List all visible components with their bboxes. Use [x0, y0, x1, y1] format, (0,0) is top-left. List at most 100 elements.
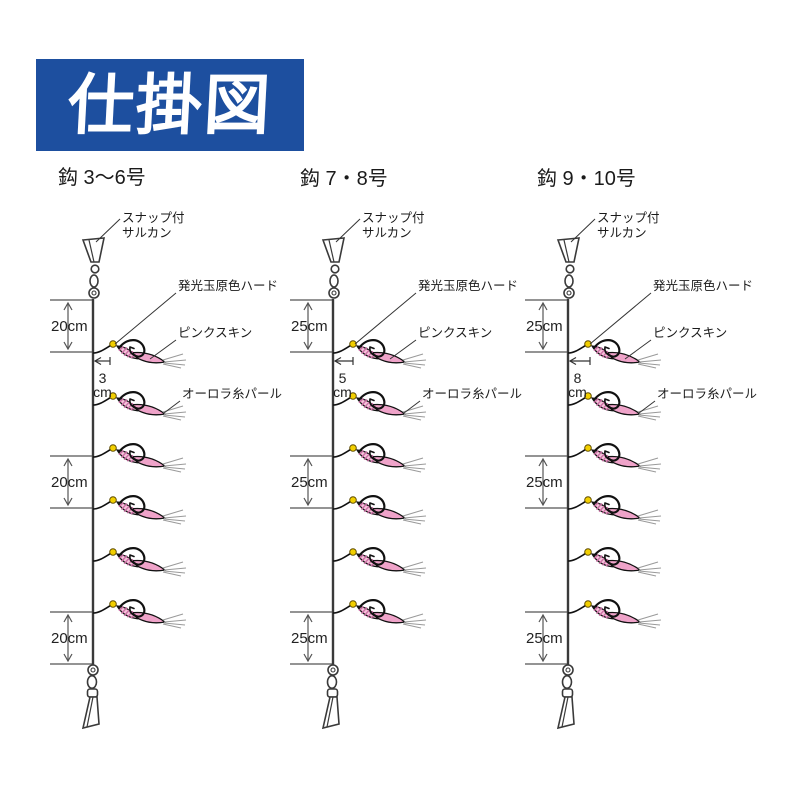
- swivel-eye-hole: [331, 290, 337, 296]
- hook-lure: [92, 599, 187, 629]
- hook-bend: [357, 547, 386, 566]
- striped-skin-sleeve: [355, 345, 379, 360]
- hook-bend: [592, 495, 621, 514]
- sleeve-stripe: [118, 502, 124, 508]
- spacing-label: 20cm: [51, 630, 88, 647]
- aurora-thread-fiber: [638, 567, 662, 571]
- hook-lure: [332, 547, 427, 577]
- luminous-bead: [109, 392, 117, 400]
- aurora-thread-fiber: [162, 353, 184, 361]
- swivel-collar: [326, 688, 339, 698]
- aurora-thread-fiber: [162, 415, 182, 421]
- hook-point: [129, 450, 135, 460]
- aurora-thread-fiber: [162, 571, 182, 577]
- sleeve-stripe: [126, 350, 134, 358]
- branch-length-unit: cm: [93, 384, 112, 400]
- sleeve-stripe: [120, 399, 128, 406]
- sleeve-stripe: [360, 451, 368, 458]
- sleeve-stripe: [595, 555, 603, 562]
- hook-bend: [592, 599, 621, 618]
- hook-lure: [92, 391, 187, 421]
- leader-line-skin: [624, 339, 652, 360]
- leader-line-aurora: [403, 400, 421, 414]
- aurora-thread-fiber: [638, 570, 661, 574]
- luminous-bead: [584, 392, 592, 400]
- hook-point: [604, 606, 610, 616]
- hook-bend: [592, 443, 621, 462]
- striped-skin-sleeve: [115, 605, 139, 620]
- swivel-eye-hole: [91, 290, 97, 296]
- branch-length-value: 5: [339, 370, 347, 386]
- aurora-thread-fiber: [163, 567, 187, 571]
- hook-bend: [117, 391, 146, 410]
- hook-bend: [357, 443, 386, 462]
- hook-point: [369, 450, 375, 460]
- luminous-bead: [584, 600, 592, 608]
- hook-point: [369, 398, 375, 408]
- sleeve-stripe: [601, 402, 609, 410]
- aurora-thread-fiber: [638, 359, 662, 363]
- swivel-eye-hole: [330, 667, 336, 673]
- hook-point: [604, 554, 610, 564]
- snap-swivel-top: [321, 237, 346, 299]
- aurora-thread-fiber: [637, 561, 659, 569]
- aurora-thread-fiber: [163, 362, 186, 366]
- aurora-thread-fiber: [162, 519, 182, 525]
- snap-swivel-top: [81, 237, 106, 299]
- part-label-snap-swivel: スナップ付: [597, 211, 660, 225]
- swivel-ring: [565, 264, 575, 274]
- sleeve-stripe: [595, 399, 603, 406]
- aurora-thread-fiber: [403, 567, 427, 571]
- sleeve-stripe: [120, 451, 128, 458]
- branch-measure-arrowhead: [568, 356, 577, 366]
- spacing-measure: 20cm: [50, 299, 92, 353]
- swivel-ring: [90, 264, 100, 274]
- hook-bend: [117, 443, 146, 462]
- snap-swivel-bottom: [321, 664, 340, 730]
- aurora-thread-fiber: [163, 411, 187, 415]
- spacing-label: 25cm: [291, 318, 328, 335]
- sleeve-stripe: [358, 346, 364, 352]
- snap-clip-wire: [561, 696, 569, 728]
- hook-point: [369, 502, 375, 512]
- measure-arrowhead-up: [63, 301, 73, 311]
- branch-length-measure: 3cm: [93, 356, 112, 400]
- hook-point: [604, 502, 610, 512]
- aurora-thread-fiber: [163, 518, 186, 522]
- measure-arrowhead-down: [538, 341, 548, 351]
- aurora-thread-fiber: [402, 519, 422, 525]
- sleeve-stripe: [366, 610, 374, 618]
- swivel-barrel: [561, 674, 573, 690]
- sleeve-stripe: [366, 454, 374, 462]
- measure-arrowhead-down: [63, 497, 73, 507]
- luminous-bead: [349, 392, 357, 400]
- leader-line-swivel: [570, 218, 596, 243]
- leader-line-bead: [589, 292, 652, 345]
- luminous-bead: [584, 340, 592, 348]
- hook-bend: [592, 339, 621, 358]
- luminous-bead: [109, 600, 117, 608]
- snap-clip: [556, 696, 575, 730]
- snap-clip-wire: [563, 239, 570, 263]
- sleeve-stripe: [366, 506, 374, 514]
- branch-length-unit: cm: [333, 384, 352, 400]
- hook-bend: [117, 599, 146, 618]
- aurora-thread-fiber: [163, 466, 186, 470]
- branch-length-unit: cm: [568, 384, 587, 400]
- spacing-measure: 20cm: [50, 455, 92, 509]
- spacing-label: 25cm: [291, 474, 328, 491]
- part-label-aurora-thread: オーロラ糸パール: [422, 387, 522, 401]
- spacing-measure: 25cm: [525, 611, 567, 665]
- sleeve-stripe: [601, 506, 609, 514]
- hook-lure: [567, 391, 662, 421]
- luminous-bead: [109, 444, 117, 452]
- aurora-thread-fiber: [402, 467, 422, 473]
- aurora-thread-fiber: [637, 415, 657, 421]
- sleeve-stripe: [601, 350, 609, 358]
- aurora-thread-fiber: [638, 518, 661, 522]
- spacing-measure: 20cm: [50, 611, 92, 665]
- aurora-thread-fiber: [163, 414, 186, 418]
- branch-length-value: 8: [574, 370, 582, 386]
